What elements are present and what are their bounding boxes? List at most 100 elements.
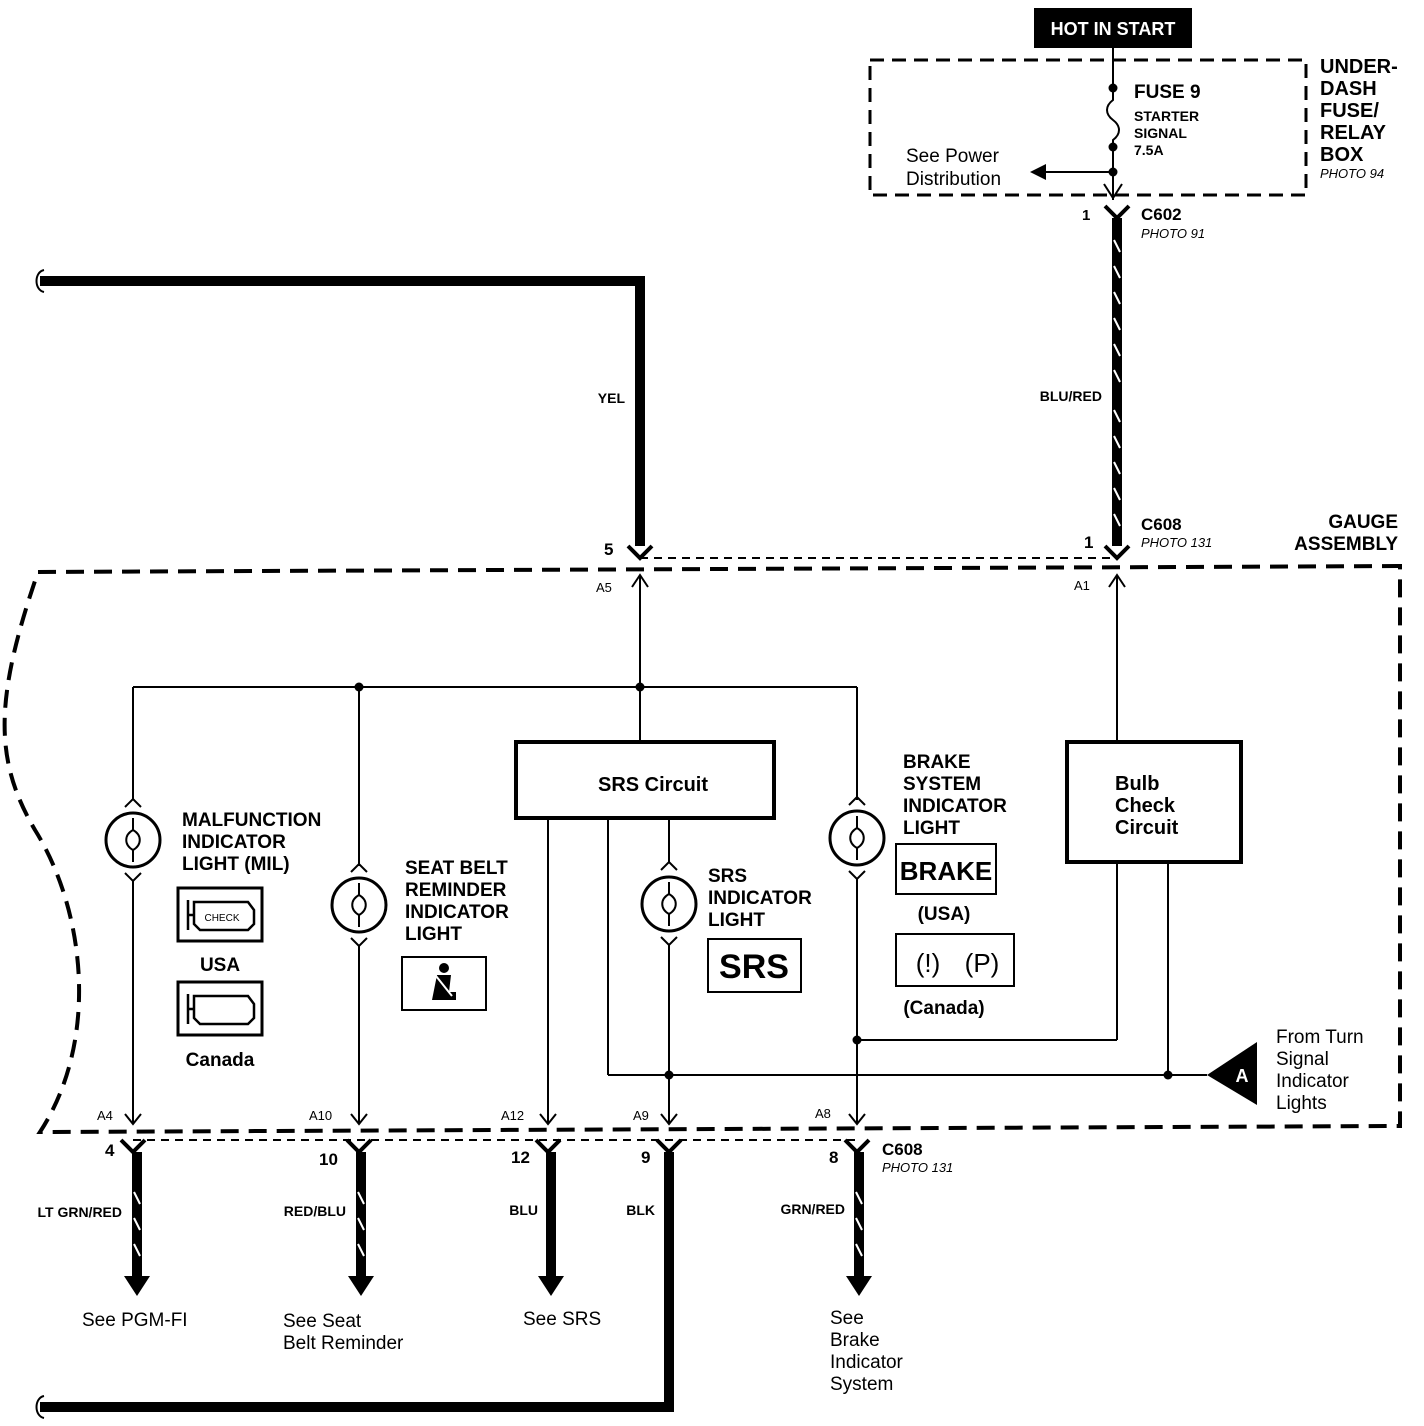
- svg-text:ASSEMBLY: ASSEMBLY: [1294, 534, 1398, 555]
- svg-text:Brake: Brake: [830, 1330, 880, 1351]
- svg-text:Indicator: Indicator: [830, 1352, 904, 1373]
- svg-text:BLU/RED: BLU/RED: [1040, 388, 1102, 404]
- svg-text:(USA): (USA): [918, 904, 971, 925]
- svg-text:From Turn: From Turn: [1276, 1027, 1364, 1048]
- srs-circuit-box: [514, 740, 776, 820]
- fuse-9-symbol: [1106, 88, 1120, 147]
- svg-text:Lights: Lights: [1276, 1093, 1327, 1114]
- svg-text:C602: C602: [1141, 205, 1182, 224]
- hot-in-start-label: HOT IN START: [1034, 8, 1192, 48]
- svg-text:Indicator: Indicator: [1276, 1071, 1350, 1092]
- svg-text:7.5A: 7.5A: [1134, 142, 1164, 158]
- svg-text:Signal: Signal: [1276, 1049, 1329, 1070]
- srs-symbol-icon: SRS: [707, 938, 802, 993]
- yel-wire: [40, 276, 645, 546]
- svg-text:5: 5: [604, 540, 613, 559]
- svg-text:BLU: BLU: [509, 1202, 538, 1218]
- svg-text:1: 1: [1082, 207, 1090, 224]
- svg-text:PHOTO 131: PHOTO 131: [882, 1160, 953, 1175]
- svg-text:GAUGE: GAUGE: [1328, 512, 1398, 533]
- srs-bulb: [640, 860, 698, 947]
- svg-text:INDICATOR: INDICATOR: [182, 832, 286, 853]
- svg-text:PHOTO 94: PHOTO 94: [1320, 166, 1384, 181]
- seat-belt-bulb: [330, 862, 388, 948]
- svg-text:LIGHT (MIL): LIGHT (MIL): [182, 854, 290, 875]
- svg-text:Check: Check: [1115, 795, 1176, 817]
- fuse-name: FUSE 9: [1134, 82, 1201, 103]
- svg-text:INDICATOR: INDICATOR: [903, 796, 1007, 817]
- seat-belt-icon: [401, 956, 487, 1011]
- turn-signal-marker: A: [1207, 1042, 1257, 1105]
- svg-text:A8: A8: [815, 1106, 831, 1121]
- svg-text:SYSTEM: SYSTEM: [903, 774, 981, 795]
- svg-text:See PGM-FI: See PGM-FI: [82, 1310, 188, 1331]
- svg-text:Circuit: Circuit: [1115, 817, 1179, 839]
- svg-text:(Canada): (Canada): [903, 998, 984, 1019]
- svg-text:Canada: Canada: [186, 1050, 255, 1071]
- svg-text:BOX: BOX: [1320, 144, 1364, 166]
- svg-text:LIGHT: LIGHT: [405, 924, 462, 945]
- svg-text:See Seat: See Seat: [283, 1311, 362, 1332]
- svg-text:DASH: DASH: [1320, 78, 1377, 100]
- svg-text:Belt Reminder: Belt Reminder: [283, 1333, 404, 1354]
- svg-text:INDICATOR: INDICATOR: [405, 902, 509, 923]
- svg-text:10: 10: [319, 1150, 338, 1169]
- svg-text:C608: C608: [1141, 515, 1182, 534]
- svg-text:(P): (P): [965, 948, 1000, 978]
- svg-text:See SRS: See SRS: [523, 1309, 601, 1330]
- svg-text:LIGHT: LIGHT: [903, 818, 960, 839]
- blk-wire: [40, 1152, 674, 1412]
- check-engine-usa-icon: CHECK: [176, 886, 264, 943]
- svg-text:BRAKE: BRAKE: [900, 856, 992, 886]
- svg-text:RED/BLU: RED/BLU: [284, 1203, 346, 1219]
- svg-text:SEAT BELT: SEAT BELT: [405, 858, 508, 879]
- svg-text:LT GRN/RED: LT GRN/RED: [37, 1204, 122, 1220]
- svg-text:SRS: SRS: [708, 866, 747, 887]
- svg-text:A10: A10: [309, 1108, 332, 1123]
- svg-text:SIGNAL: SIGNAL: [1134, 125, 1187, 141]
- svg-text:A1: A1: [1074, 578, 1090, 593]
- svg-text:LIGHT: LIGHT: [708, 910, 765, 931]
- svg-text:8: 8: [829, 1148, 838, 1167]
- svg-text:See Power: See Power: [906, 146, 1000, 167]
- svg-text:12: 12: [511, 1148, 530, 1167]
- brake-canada-icon: (!) (P): [895, 933, 1015, 987]
- svg-text:BLK: BLK: [626, 1202, 655, 1218]
- svg-text:See: See: [830, 1308, 864, 1329]
- svg-text:4: 4: [105, 1141, 115, 1160]
- svg-text:MALFUNCTION: MALFUNCTION: [182, 810, 321, 831]
- gauge-assembly-outline: [2, 563, 1402, 1135]
- bulb-check-circuit-box: [1065, 740, 1243, 864]
- svg-text:A12: A12: [501, 1108, 524, 1123]
- svg-text:System: System: [830, 1374, 893, 1395]
- svg-text:PHOTO 131: PHOTO 131: [1141, 535, 1212, 550]
- power-distribution-arrow: [1030, 164, 1046, 180]
- svg-text:Distribution: Distribution: [906, 169, 1001, 190]
- svg-text:UNDER-: UNDER-: [1320, 56, 1398, 78]
- svg-text:A4: A4: [97, 1108, 113, 1123]
- svg-text:C608: C608: [882, 1140, 923, 1159]
- svg-text:(!): (!): [916, 948, 941, 978]
- svg-text:RELAY: RELAY: [1320, 122, 1387, 144]
- svg-text:A9: A9: [633, 1108, 649, 1123]
- svg-text:STARTER: STARTER: [1134, 108, 1199, 124]
- svg-text:A5: A5: [596, 580, 612, 595]
- svg-text:Bulb: Bulb: [1115, 773, 1159, 795]
- svg-text:9: 9: [641, 1148, 650, 1167]
- svg-text:YEL: YEL: [598, 390, 626, 406]
- svg-text:SRS Circuit: SRS Circuit: [598, 774, 708, 796]
- svg-text:USA: USA: [200, 955, 240, 976]
- svg-text:HOT IN START: HOT IN START: [1051, 19, 1176, 39]
- svg-text:FUSE/: FUSE/: [1320, 100, 1379, 122]
- svg-text:INDICATOR: INDICATOR: [708, 888, 812, 909]
- svg-text:REMINDER: REMINDER: [405, 880, 507, 901]
- svg-text:CHECK: CHECK: [204, 913, 239, 924]
- mil-bulb: [104, 797, 162, 883]
- svg-text:BRAKE: BRAKE: [903, 752, 971, 773]
- svg-text:1: 1: [1084, 533, 1093, 552]
- brake-usa-icon: BRAKE: [895, 843, 997, 895]
- svg-text:GRN/RED: GRN/RED: [780, 1201, 845, 1217]
- svg-text:A: A: [1236, 1066, 1249, 1086]
- brake-bulb: [828, 795, 886, 881]
